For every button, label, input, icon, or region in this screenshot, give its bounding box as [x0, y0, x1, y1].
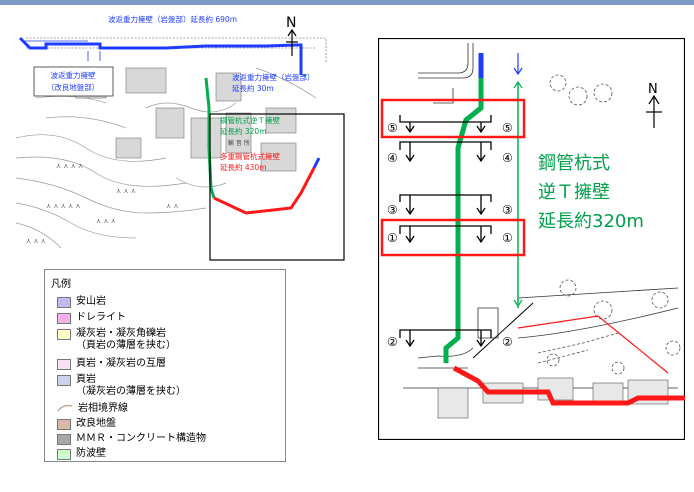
legend-label: 改良地盤: [76, 418, 116, 429]
legend-title: 凡例: [51, 279, 71, 290]
legend-swatch: [57, 403, 73, 417]
section-2-right: ②: [502, 335, 513, 349]
legend-swatch: [57, 297, 71, 308]
label-wave-return-rock: 波返重力擁壁（岩盤部）延長約 690m: [108, 14, 237, 24]
legend-item: ドレライト: [57, 312, 126, 324]
legend-swatch: [57, 419, 71, 430]
section-3-left: ③: [387, 203, 398, 217]
legend-item: 岩相境界線: [57, 403, 128, 417]
section-1-right: ①: [502, 231, 513, 245]
legend-item: 頁岩・凝灰岩の互層: [57, 358, 166, 370]
legend-swatch: [57, 434, 71, 445]
header-bar: [0, 0, 694, 5]
north-arrow-icon: [646, 94, 662, 128]
section-1-left: ①: [387, 231, 398, 245]
svg-text:⋏ ⋏ ⋏: ⋏ ⋏ ⋏: [96, 217, 116, 225]
label-wave-return-improved-1: 波返重力擁壁: [51, 70, 96, 80]
section-4-right: ④: [502, 151, 513, 165]
legend-item: 防波壁: [57, 448, 106, 460]
overview-map: ⋏ ⋏ ⋏ ⋏ ⋏ ⋏ ⋏ ⋏ ⋏ ⋏ ⋏ ⋏ ⋏ ⋏ ⋏ ⋏ ⋏ ⋏ ⋏ ⋏ 波返重…: [16, 8, 347, 262]
legend-label: 岩相境界線: [78, 403, 128, 414]
legend-label: 頁岩・凝灰岩の互層: [76, 358, 166, 369]
section-2-left: ②: [387, 335, 398, 349]
legend-swatch: [57, 375, 71, 386]
legend-label: 防波壁: [76, 448, 106, 459]
svg-text:⋏ ⋏ ⋏ ⋏: ⋏ ⋏ ⋏ ⋏: [56, 162, 83, 170]
legend-item: 改良地盤: [57, 418, 116, 430]
section-3-right: ③: [502, 203, 513, 217]
highlight-section-1: [380, 218, 526, 257]
wall-title-2: 逆Ｔ擁壁: [538, 182, 610, 203]
legend-swatch: [57, 359, 71, 370]
label-wave-return-right-2: 延長約 30m: [232, 83, 274, 93]
detail-map: ⑤ ⑤ ④ ④ ③ ③ ① ① ② ② 鋼管杭式 逆Ｔ擁壁 延長約320m N: [378, 38, 685, 440]
wall-title-3: 延長約320m: [538, 211, 644, 232]
svg-text:⋏ ⋏ ⋏: ⋏ ⋏ ⋏: [116, 187, 136, 195]
legend-label: ドレライト: [76, 312, 126, 323]
legend-item: 頁岩 （凝灰岩の薄層を挟む）: [57, 374, 186, 398]
legend-label: 凝灰岩・凝灰角礫岩 （頁岩の薄層を挟む）: [76, 328, 176, 351]
section-5-right: ⑤: [502, 121, 513, 135]
svg-text:⋏ ⋏ ⋏: ⋏ ⋏ ⋏: [26, 237, 46, 245]
legend-swatch: [57, 449, 71, 460]
north-label-left: N: [286, 15, 296, 31]
wall-title-1: 鋼管杭式: [538, 153, 610, 174]
legend-item: ＭＭＲ・コンクリート構造物: [57, 433, 206, 445]
label-multi-pile-2: 延長約 430m: [220, 162, 267, 172]
legend-label: 安山岩: [76, 296, 106, 307]
legend-swatch: [57, 329, 71, 340]
svg-text:⋏ ⋏: ⋏ ⋏: [166, 202, 178, 210]
legend-item: 安山岩: [57, 296, 106, 308]
label-facility: 輸 音 所: [228, 139, 250, 147]
highlight-section-5: [380, 98, 526, 139]
legend-label: ＭＭＲ・コンクリート構造物: [76, 433, 206, 444]
section-4-left: ④: [387, 151, 398, 165]
north-arrow-icon: [286, 28, 298, 56]
svg-text:⋏ ⋏ ⋏ ⋏ ⋏: ⋏ ⋏ ⋏ ⋏ ⋏: [46, 202, 81, 210]
label-wave-return-right-1: 波返重力擁壁（岩盤部）: [232, 72, 315, 82]
legend: 凡例 安山岩ドレライト凝灰岩・凝灰角礫岩 （頁岩の薄層を挟む） 頁岩・凝灰岩の互層…: [44, 269, 286, 462]
legend-item: 凝灰岩・凝灰角礫岩 （頁岩の薄層を挟む）: [57, 328, 176, 352]
legend-swatch: [57, 313, 71, 324]
label-wave-return-improved-2: （改良地盤部）: [47, 82, 100, 92]
label-steel-pile-1: 鋼管杭式逆Ｔ擁壁: [220, 115, 280, 125]
label-multi-pile-1: 多重鋼管杭式擁壁: [220, 151, 280, 161]
north-label-right: N: [648, 82, 658, 97]
section-5-left: ⑤: [387, 121, 398, 135]
legend-label: 頁岩 （凝灰岩の薄層を挟む）: [76, 374, 186, 397]
label-steel-pile-2: 延長約 320m: [220, 126, 267, 136]
